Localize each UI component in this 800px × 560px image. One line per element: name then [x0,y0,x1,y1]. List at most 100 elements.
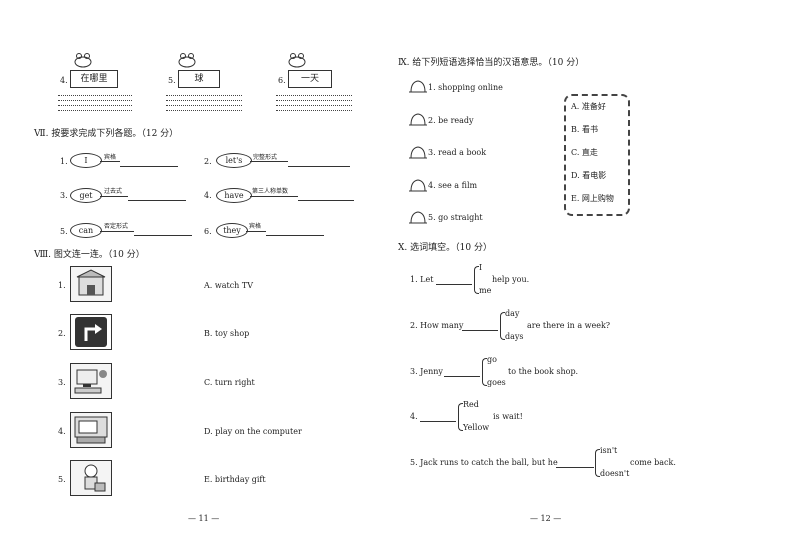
option[interactable]: D. 看电影 [571,171,607,180]
arrow-icon [246,231,266,232]
arrow-icon [250,196,298,197]
word-box: 一天 [288,70,332,88]
choice-bottom[interactable]: me [479,286,492,295]
word-oval: let's [216,153,252,168]
sprite-icon [286,52,308,68]
bell-icon [408,110,428,128]
writing-line[interactable] [58,110,132,111]
answer-blank[interactable] [436,284,472,285]
writing-line[interactable] [166,110,242,111]
answer-blank[interactable] [298,200,354,201]
item-number: 2. [58,329,66,338]
choice-top[interactable]: day [505,309,520,318]
writing-line[interactable] [166,105,242,106]
answer-blank[interactable] [134,235,192,236]
choice-top[interactable]: isn't [600,446,618,455]
bell-icon [408,143,428,161]
fill-prefix: 3. Jenny [410,367,443,376]
answer-blank[interactable] [266,235,324,236]
sprite-icon [72,52,94,68]
choice-top[interactable]: I [479,263,483,272]
brace-icon [500,312,505,340]
toy-shop-picture[interactable] [70,266,112,302]
instruction: 第三人称单数 [252,188,289,195]
page-number: — 11 — [188,514,220,523]
choice-bottom[interactable]: doesn't [600,469,630,478]
bell-icon [408,208,428,226]
writing-line[interactable] [58,100,132,101]
answer-option[interactable]: E. birthday gift [204,475,266,484]
bell-icon [408,77,428,95]
option[interactable]: C. 直走 [571,148,598,157]
writing-line[interactable] [58,95,132,96]
fill-suffix: are there in a week? [527,321,611,330]
word-box: 球 [178,70,220,88]
gift-picture[interactable] [70,460,112,496]
arrow-icon [250,161,288,162]
writing-line[interactable] [276,105,352,106]
answer-option[interactable]: A. watch TV [204,281,253,290]
arrow-icon [100,231,134,232]
page-number: — 12 — [530,514,562,523]
turn-right-sign-picture[interactable] [70,314,112,350]
item-number: 3. [58,378,66,387]
option[interactable]: A. 准备好 [571,102,606,111]
item-number: 6. [278,76,286,85]
tv-picture[interactable] [70,412,112,448]
choice-bottom[interactable]: days [505,332,524,341]
writing-line[interactable] [276,95,352,96]
writing-line[interactable] [276,100,352,101]
answer-option[interactable]: D. play on the computer [204,427,302,436]
answer-blank[interactable] [288,166,350,167]
writing-line[interactable] [58,105,132,106]
item-number: 5. [58,475,66,484]
answer-blank[interactable] [128,200,186,201]
word-oval: have [216,188,252,203]
option[interactable]: E. 网上购物 [571,194,614,203]
instruction: 宾格 [104,154,117,161]
brace-icon [474,266,479,294]
word-oval: get [70,188,102,203]
answer-option[interactable]: B. toy shop [204,329,250,338]
item-number: 4. [60,76,68,85]
fill-suffix: help you. [492,275,530,284]
item-number: 3. [60,191,68,200]
option[interactable]: B. 看书 [571,125,598,134]
arrow-icon [100,196,128,197]
answer-blank[interactable] [462,330,498,331]
item-number: 5. [168,76,176,85]
choice-bottom[interactable]: goes [487,378,506,387]
word-oval: I [70,153,102,168]
choice-bottom[interactable]: Yellow [463,423,490,432]
answer-option[interactable]: C. turn right [204,378,255,387]
item-number: 4. [204,191,212,200]
phrase: 5. go straight [428,213,483,222]
phrase: 3. read a book [428,148,487,157]
writing-line[interactable] [166,100,242,101]
item-number: 1. [60,157,68,166]
brace-icon [595,449,600,477]
instruction: 过去式 [104,188,123,195]
computer-picture[interactable] [70,363,112,399]
phrase: 1. shopping online [428,83,503,92]
answer-blank[interactable] [420,421,456,422]
fill-prefix: 4. [410,412,418,421]
answer-blank[interactable] [556,467,594,468]
item-number: 4. [58,427,66,436]
phrase: 2. be ready [428,116,474,125]
fill-prefix: 5. Jack runs to catch the ball, but he [410,458,558,467]
answer-blank[interactable] [444,376,480,377]
sprite-icon [176,52,198,68]
instruction: 完整形式 [253,154,278,161]
writing-line[interactable] [276,110,352,111]
choice-top[interactable]: go [487,355,497,364]
writing-line[interactable] [166,95,242,96]
section10-title: Ⅹ. 选词填空。（10 分） [398,243,492,253]
bell-icon [408,176,428,194]
word-oval: they [216,223,248,238]
fill-suffix: is wait! [493,412,523,421]
brace-icon [458,403,463,431]
instruction: 否定形式 [104,223,129,230]
choice-top[interactable]: Red [463,400,479,409]
answer-blank[interactable] [120,166,178,167]
